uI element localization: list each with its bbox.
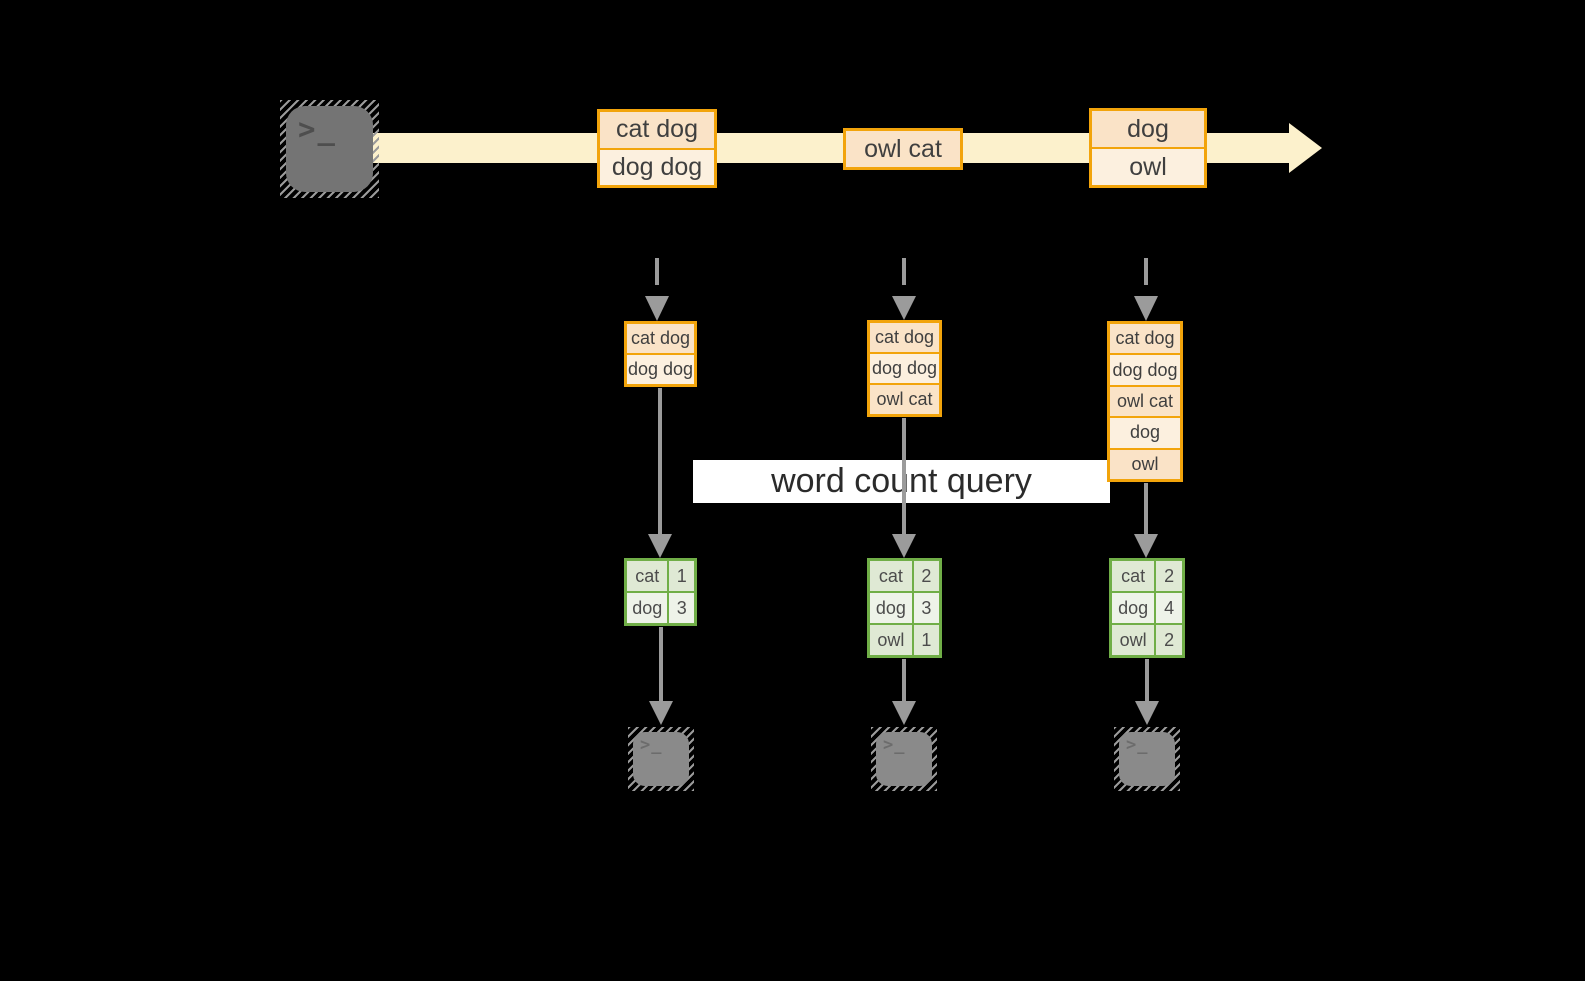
- terminal-source-icon: >_: [280, 100, 379, 198]
- terminal-body: [876, 732, 932, 786]
- state-row: owl cat: [870, 383, 939, 414]
- terminal-body: [286, 106, 373, 192]
- terminal-prompt-glyph: >_: [1126, 735, 1149, 755]
- event-row: owl cat: [846, 131, 960, 167]
- count-cell: 2: [1156, 625, 1182, 655]
- count-cell: 1: [913, 625, 939, 655]
- count-cell: 2: [913, 561, 939, 591]
- sink-arrow-head-3: [1135, 701, 1159, 725]
- count-table-2: cat 2 dog 3 owl 1: [867, 558, 942, 658]
- stream-event-box-1: cat dog dog dog: [597, 109, 717, 188]
- query-arrow-head-3: [1134, 534, 1158, 558]
- count-cell: 4: [1156, 593, 1182, 623]
- stream-event-box-2: owl cat: [843, 128, 963, 170]
- table-row: cat 1: [627, 561, 694, 591]
- count-cell: 3: [669, 593, 694, 623]
- stream-event-box-3: dog owl: [1089, 108, 1207, 188]
- word-cell: dog: [627, 593, 668, 623]
- word-count-query-label: word count query: [693, 460, 1110, 503]
- event-row: cat dog: [600, 112, 714, 148]
- word-cell: dog: [1112, 593, 1155, 623]
- word-cell: owl: [870, 625, 912, 655]
- terminal-body: [633, 732, 689, 786]
- state-row: dog dog: [1110, 353, 1180, 385]
- state-row: owl: [1110, 447, 1180, 480]
- word-cell: cat: [627, 561, 668, 591]
- state-row: dog: [1110, 416, 1180, 448]
- count-table-1: cat 1 dog 3: [624, 558, 697, 626]
- query-arrow-head-2: [892, 534, 916, 558]
- query-arrow-head-1: [648, 534, 672, 558]
- word-cell: owl: [1112, 625, 1155, 655]
- terminal-prompt-glyph: >_: [298, 112, 337, 146]
- state-box-2: cat dog dog dog owl cat: [867, 320, 942, 417]
- word-cell: cat: [1112, 561, 1155, 591]
- count-cell: 3: [913, 593, 939, 623]
- count-cell: 1: [669, 561, 694, 591]
- event-row: dog: [1092, 111, 1204, 147]
- table-row: cat 2: [870, 561, 939, 591]
- state-row: dog dog: [870, 352, 939, 383]
- terminal-prompt-glyph: >_: [640, 735, 663, 755]
- count-table-3: cat 2 dog 4 owl 2: [1109, 558, 1185, 658]
- state-box-3: cat dog dog dog owl cat dog owl: [1107, 321, 1183, 482]
- state-row: owl cat: [1110, 384, 1180, 417]
- state-box-1: cat dog dog dog: [624, 321, 697, 387]
- table-row: dog 3: [870, 593, 939, 623]
- terminal-body: [1119, 732, 1175, 786]
- count-cell: 2: [1156, 561, 1182, 591]
- word-cell: dog: [870, 593, 912, 623]
- stream-arrowhead: [1289, 123, 1322, 173]
- dashed-arrow-head-3: [1134, 296, 1158, 321]
- state-row: cat dog: [870, 323, 939, 352]
- dashed-arrow-head-1: [645, 296, 669, 321]
- terminal-sink-icon-3: >_: [1114, 727, 1180, 791]
- table-row: owl 1: [870, 625, 939, 655]
- event-row: dog dog: [600, 147, 714, 185]
- event-row: owl: [1092, 147, 1204, 185]
- state-row: dog dog: [627, 353, 694, 384]
- table-row: cat 2: [1112, 561, 1182, 591]
- table-row: dog 4: [1112, 593, 1182, 623]
- table-row: owl 2: [1112, 625, 1182, 655]
- word-cell: cat: [870, 561, 912, 591]
- dashed-arrow-head-2: [892, 296, 916, 320]
- sink-arrow-head-1: [649, 701, 673, 725]
- terminal-sink-icon-1: >_: [628, 727, 694, 791]
- terminal-prompt-glyph: >_: [883, 735, 906, 755]
- state-row: cat dog: [627, 324, 694, 353]
- terminal-sink-icon-2: >_: [871, 727, 937, 791]
- sink-arrow-head-2: [892, 701, 916, 725]
- table-row: dog 3: [627, 593, 694, 623]
- state-row: cat dog: [1110, 324, 1180, 354]
